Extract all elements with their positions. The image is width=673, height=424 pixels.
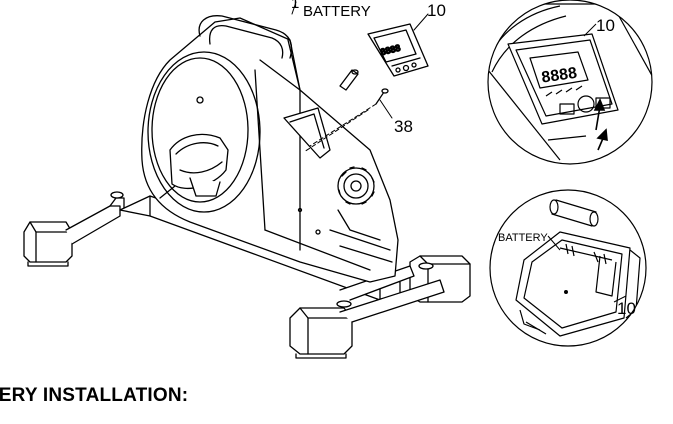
wire-part-38 xyxy=(375,88,389,105)
part-number-10-zoom-bottom: 10 xyxy=(617,299,636,318)
battery-label-main: BATTERY xyxy=(303,3,371,20)
leader-lines xyxy=(291,1,429,119)
battery-compartment-detail-circle xyxy=(489,189,647,347)
rear-foot-left xyxy=(23,191,125,267)
assembly-guide-lines xyxy=(303,103,377,153)
battery-cylinder xyxy=(339,69,359,91)
console-detail-circle: 8888 xyxy=(487,0,653,165)
battery-label-zoom: BATTERY xyxy=(498,232,548,244)
battery-cylinder-zoom xyxy=(549,199,599,227)
console-part-10: 8888 xyxy=(367,23,429,77)
part-number-10-main: 10 xyxy=(427,1,446,20)
pedal xyxy=(159,133,229,199)
part-number-38: 38 xyxy=(394,117,413,136)
section-heading: TERY INSTALLATION: xyxy=(0,385,189,406)
part-number-1: 1 xyxy=(291,0,299,12)
exercise-bike-illustration: 8888 xyxy=(23,1,471,359)
part-number-10-zoom-top: 10 xyxy=(596,16,615,35)
front-stabilizer xyxy=(289,279,445,359)
zoom-console-display: 8888 xyxy=(540,65,578,87)
